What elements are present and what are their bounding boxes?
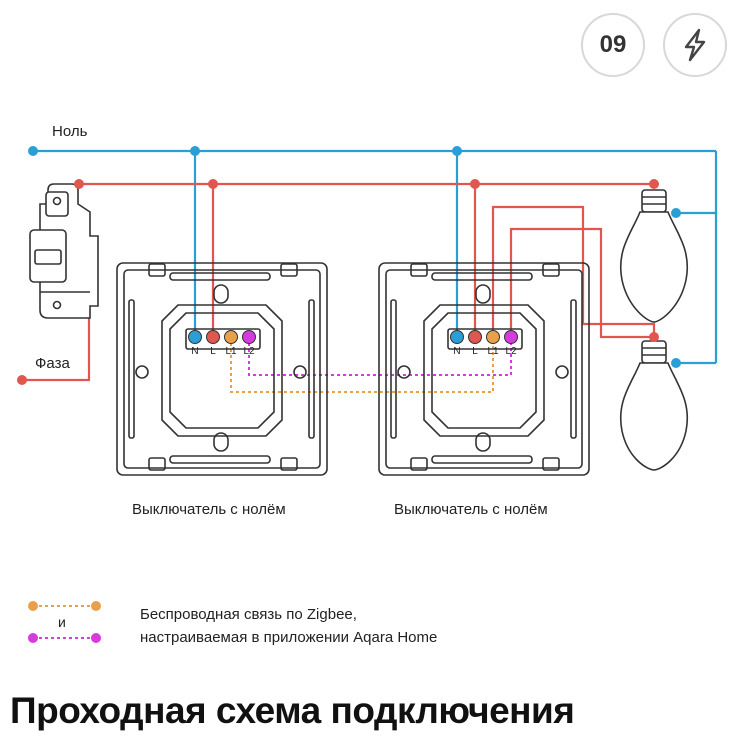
- page-number-badge: 09: [581, 13, 645, 77]
- bulb-top: [619, 189, 689, 323]
- lightning-icon: [684, 28, 706, 62]
- page-number: 09: [599, 31, 627, 58]
- switch-left-caption: Выключатель с нолём: [132, 501, 286, 518]
- terminal-l-right: L: [472, 346, 478, 357]
- switch-right: [378, 262, 590, 476]
- legend-line-2: настраиваемая в приложении Aqara Home: [140, 629, 438, 646]
- neutral-label: Ноль: [52, 123, 88, 140]
- legend-orange-line: [28, 601, 101, 611]
- bulb-bottom: [619, 340, 689, 471]
- neutral-wires: [33, 149, 718, 365]
- terminals-right: [450, 330, 518, 344]
- terminal-n-left: N: [191, 346, 198, 357]
- switch-right-caption: Выключатель с нолём: [394, 501, 548, 518]
- switch-left: [116, 262, 328, 476]
- circuit-breaker: [29, 183, 99, 319]
- terminal-l1-right: L1: [487, 346, 499, 357]
- terminal-l2-right: L2: [505, 346, 517, 357]
- legend-and: и: [58, 614, 66, 630]
- lightning-badge: [663, 13, 727, 77]
- terminal-n-right: N: [453, 346, 460, 357]
- legend-line-1: Беспроводная связь по Zigbee,: [140, 606, 357, 623]
- phase-label: Фаза: [35, 355, 70, 372]
- legend-magenta-line: [28, 633, 101, 643]
- terminal-l-left: L: [210, 346, 216, 357]
- terminals-left: [188, 330, 256, 344]
- junction-dots: [17, 146, 681, 385]
- terminal-l1-left: L1: [225, 346, 237, 357]
- zigbee-links: [230, 337, 512, 393]
- terminal-l2-left: L2: [243, 346, 255, 357]
- page-title: Проходная схема подключения: [10, 690, 575, 731]
- legend-description: Беспроводная связь по Zigbee, настраивае…: [140, 603, 437, 649]
- phase-wires: [22, 182, 656, 382]
